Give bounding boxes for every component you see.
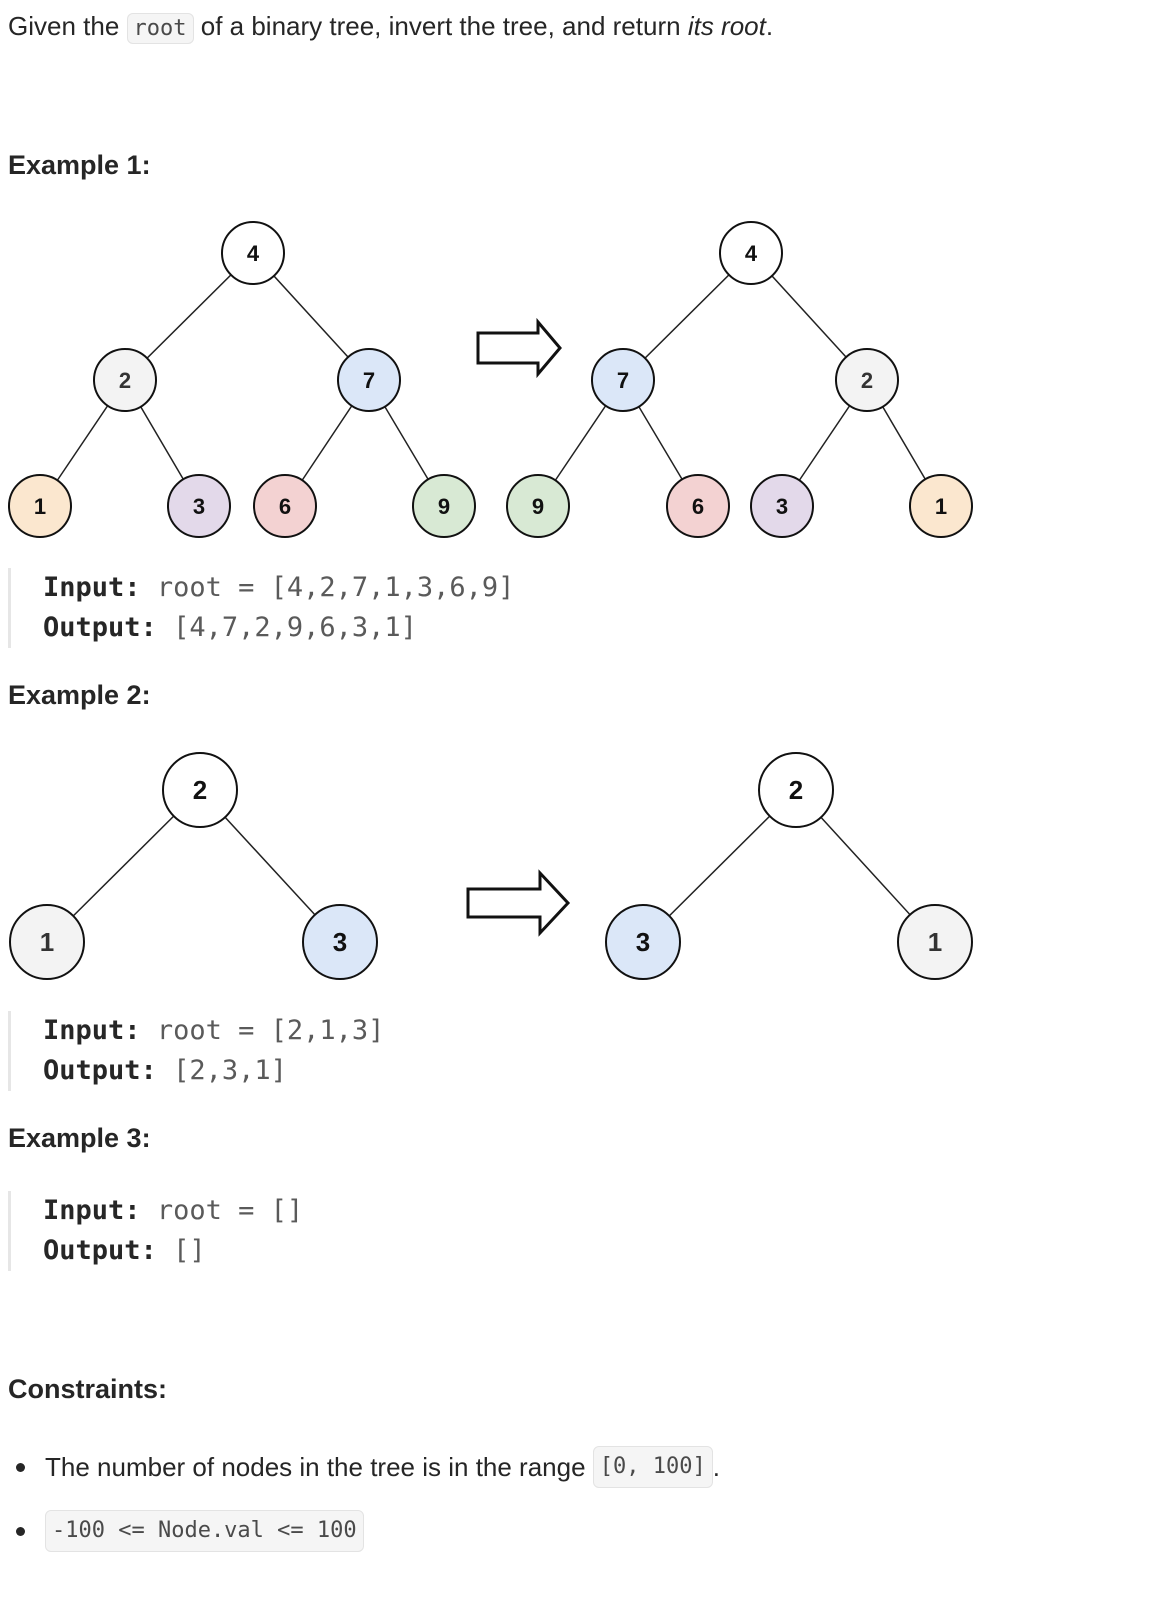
description-prefix: Given the (8, 11, 120, 41)
example-1-io: Input: root = [4,2,7,1,3,6,9] Output: [4… (8, 568, 514, 648)
tree-node: 1 (909, 474, 973, 538)
output-value: [] (173, 1235, 206, 1266)
tree-node: 2 (835, 348, 899, 412)
tree-node: 3 (167, 474, 231, 538)
constraint-code: -100 <= Node.val <= 100 (45, 1510, 364, 1552)
example-2-figure: 2 1 3 2 3 1 (0, 745, 1000, 990)
tree-node: 1 (9, 904, 85, 980)
output-value: [2,3,1] (173, 1055, 287, 1086)
input-value: root = [] (156, 1195, 304, 1226)
svg-text:3: 3 (636, 927, 650, 957)
tree-node: 7 (337, 348, 401, 412)
example-3-heading: Example 3: (8, 1123, 151, 1153)
svg-text:3: 3 (776, 494, 788, 519)
example-3-io: Input: root = [] Output: [] (8, 1191, 303, 1271)
bullet-icon (16, 1526, 25, 1536)
tree-node: 7 (591, 348, 655, 412)
svg-text:2: 2 (193, 775, 207, 805)
input-label: Input: (43, 1015, 141, 1046)
output-label: Output: (43, 1055, 157, 1086)
input-label: Input: (43, 1195, 141, 1226)
tree-node: 4 (221, 221, 285, 285)
example-2-diagram: 2 1 3 2 3 1 (9, 752, 973, 980)
arrow-right-icon (466, 869, 571, 937)
svg-text:2: 2 (119, 368, 131, 393)
constraint-item: -100 <= Node.val <= 100 (10, 1510, 364, 1552)
problem-description: Given the root of a binary tree, invert … (8, 8, 773, 47)
tree-node: 9 (506, 474, 570, 538)
svg-text:1: 1 (40, 927, 54, 957)
svg-text:4: 4 (247, 241, 260, 266)
tree-node: 6 (666, 474, 730, 538)
svg-text:6: 6 (692, 494, 704, 519)
output-label: Output: (43, 612, 157, 643)
example-1-heading: Example 1: (8, 150, 151, 180)
description-middle: of a binary tree, invert the tree, and r… (200, 11, 681, 41)
svg-text:9: 9 (438, 494, 450, 519)
svg-text:6: 6 (279, 494, 291, 519)
input-label: Input: (43, 572, 141, 603)
tree-node: 9 (412, 474, 476, 538)
svg-text:3: 3 (193, 494, 205, 519)
input-value: root = [4,2,7,1,3,6,9] (156, 572, 515, 603)
description-suffix: . (765, 11, 774, 41)
description-italic: its root (687, 11, 766, 41)
output-label: Output: (43, 1235, 157, 1266)
tree-node: 6 (253, 474, 317, 538)
constraint-suffix: . (712, 1452, 720, 1482)
tree-node: 4 (719, 221, 783, 285)
input-value: root = [2,1,3] (156, 1015, 385, 1046)
example-1-diagram: 4 2 7 1 3 6 9 4 7 2 9 6 3 1 (8, 221, 973, 538)
tree-node: 3 (302, 904, 378, 980)
constraint-item: The number of nodes in the tree is in th… (10, 1446, 720, 1488)
svg-text:7: 7 (617, 368, 629, 393)
tree-node: 1 (897, 904, 973, 980)
svg-text:1: 1 (928, 927, 942, 957)
svg-text:2: 2 (789, 775, 803, 805)
svg-text:4: 4 (745, 241, 758, 266)
example-1-figure: 4 2 7 1 3 6 9 4 7 2 9 6 3 1 (0, 210, 1000, 550)
svg-text:2: 2 (861, 368, 873, 393)
tree-node: 1 (8, 474, 72, 538)
tree-node: 2 (93, 348, 157, 412)
example-2-heading: Example 2: (8, 680, 151, 710)
svg-text:1: 1 (34, 494, 46, 519)
svg-text:9: 9 (532, 494, 544, 519)
tree-node: 3 (605, 904, 681, 980)
svg-text:3: 3 (333, 927, 347, 957)
constraints-heading: Constraints: (8, 1374, 168, 1404)
inline-code-root: root (126, 13, 194, 44)
arrow-right-icon (476, 317, 562, 379)
bullet-icon (16, 1462, 25, 1472)
constraint-text: The number of nodes in the tree is in th… (45, 1452, 586, 1482)
example-2-io: Input: root = [2,1,3] Output: [2,3,1] (8, 1011, 384, 1091)
svg-text:1: 1 (935, 494, 947, 519)
tree-node: 2 (758, 752, 834, 828)
svg-text:7: 7 (363, 368, 375, 393)
tree-node: 3 (750, 474, 814, 538)
constraint-code: [0, 100] (592, 1446, 713, 1488)
output-value: [4,7,2,9,6,3,1] (173, 612, 417, 643)
tree-node: 2 (162, 752, 238, 828)
